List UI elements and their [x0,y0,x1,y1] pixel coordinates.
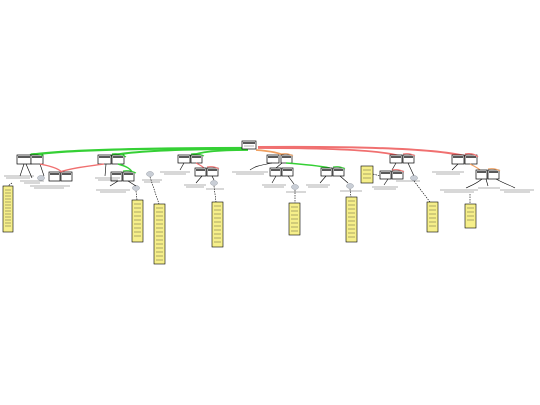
branch-2-subtree[interactable] [109,170,154,191]
link-root-to-branch-1 [29,146,249,157]
link-root-to-branch-5 [257,147,401,157]
branch-2-notes[interactable] [131,176,166,265]
link-root-to-branch-6 [257,145,466,157]
branch-4[interactable] [232,153,331,175]
branch-3-subtree[interactable] [184,162,224,190]
branch-4b-subtree[interactable] [306,166,362,243]
branch-3[interactable] [160,153,205,175]
root-claim[interactable] [241,140,257,150]
link-root-to-branch-2 [109,148,249,157]
branch-2-annotation-text [95,177,162,193]
branch-1-annotation-text [4,175,70,189]
branch-1-note[interactable] [2,182,14,233]
branch-1[interactable] [16,153,44,165]
branch-4-subtree[interactable] [262,167,306,236]
root-connectors [29,145,466,157]
branch-1-children[interactable] [37,171,73,182]
branch-6[interactable] [432,153,534,229]
branch-3-note[interactable] [211,185,224,248]
branch-2[interactable] [97,153,127,165]
branch-5[interactable] [360,153,439,233]
